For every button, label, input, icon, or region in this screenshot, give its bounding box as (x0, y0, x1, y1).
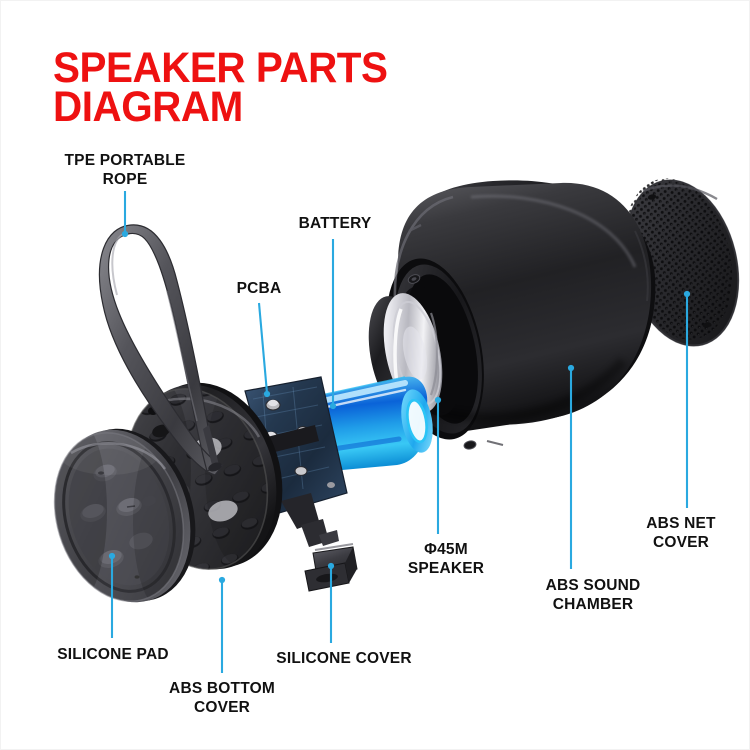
label-pcba: PCBA (236, 280, 282, 297)
label-tpe-portable-rope: TPE PORTABLE ROPE (64, 152, 186, 188)
page-title: SPEAKER PARTS DIAGRAM (53, 44, 388, 131)
label-silicone-pad: SILICONE PAD (57, 646, 169, 663)
label-abs-net-cover: ABS NET COVER (646, 515, 716, 551)
label-abs-bottom-cover: ABS BOTTOM COVER (169, 680, 275, 716)
label-abs-sound-chamber: ABS SOUND CHAMBER (545, 577, 641, 613)
part-silicone-cover (304, 543, 358, 592)
leader-pcba (257, 302, 269, 394)
part-abs-sound-chamber (386, 180, 656, 450)
label-45m-speaker: Φ45M SPEAKER (407, 541, 485, 577)
leader-lines (110, 191, 689, 673)
label-battery: BATTERY (298, 215, 372, 232)
leader-dots (108, 230, 691, 584)
part-tpe-portable-rope (98, 224, 225, 476)
label-silicone-cover: SILICONE COVER (276, 650, 412, 667)
part-silicone-pad (47, 419, 196, 609)
